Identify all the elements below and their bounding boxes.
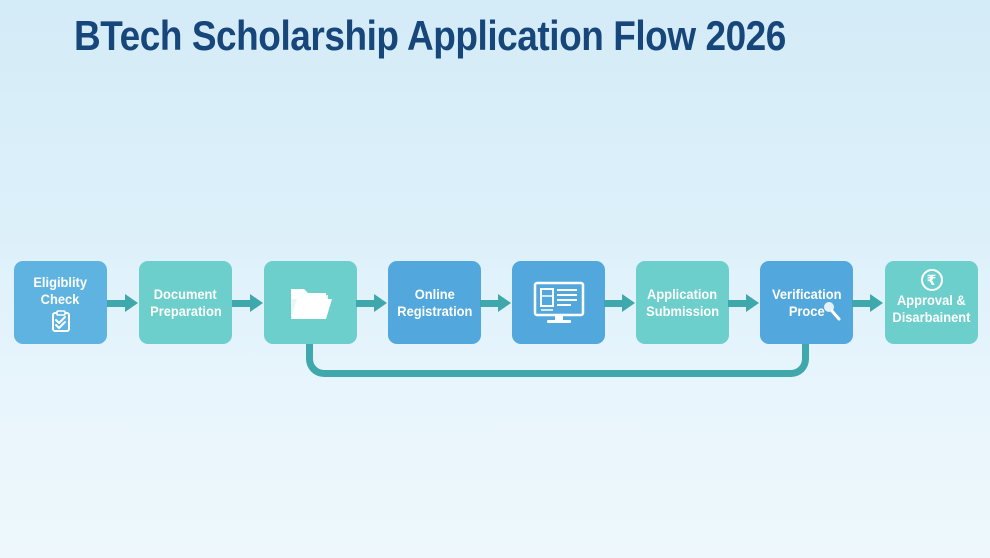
rupee-icon: ₹ — [920, 269, 943, 291]
loop-connector-line — [306, 340, 809, 377]
arrow-right-icon — [107, 294, 138, 312]
step-label-line1: Approval & — [897, 292, 966, 308]
step-label-line2: Submission — [645, 302, 719, 319]
clipboard-check-icon — [51, 309, 70, 332]
arrow-right-icon — [356, 294, 387, 312]
step-label-line2: Proce — [788, 302, 825, 319]
page-title: BTech Scholarship Application Flow 2026 — [74, 12, 786, 59]
step-label-line1: Online — [414, 285, 455, 302]
monitor-form-icon — [533, 281, 584, 323]
step-label-line1: Document — [154, 285, 217, 302]
step-eligibility-check: Eligiblity Check — [14, 261, 107, 344]
magnifier-icon — [823, 301, 841, 320]
step-label-line2: Preparation — [149, 302, 222, 319]
arrow-right-icon — [232, 294, 263, 312]
step-label-line1: Verification — [771, 285, 842, 302]
step-label-line2: Disarbainent — [892, 309, 971, 325]
step-approval-disbursement: ₹ Approval & Disarbainent — [885, 261, 978, 344]
arrow-right-icon — [728, 294, 759, 312]
arrow-right-icon — [604, 294, 635, 312]
arrow-right-icon — [852, 294, 883, 312]
step-folder — [264, 261, 357, 344]
step-label-line2: Registration — [396, 302, 473, 319]
step-document-preparation: Document Preparation — [139, 261, 232, 344]
step-application-submission: Application Submission — [636, 261, 729, 344]
step-verification-process: Verification Proce — [760, 261, 853, 344]
step-monitor — [512, 261, 605, 344]
step-label-group: Verification Proce — [769, 286, 844, 320]
step-label-line1: Application — [647, 285, 718, 302]
step-online-registration: Online Registration — [388, 261, 481, 344]
arrow-right-icon — [480, 294, 511, 312]
step-label-line2: Check — [41, 290, 80, 307]
step-label-line1: Eligiblity — [33, 273, 88, 290]
folder-icon — [290, 288, 332, 319]
